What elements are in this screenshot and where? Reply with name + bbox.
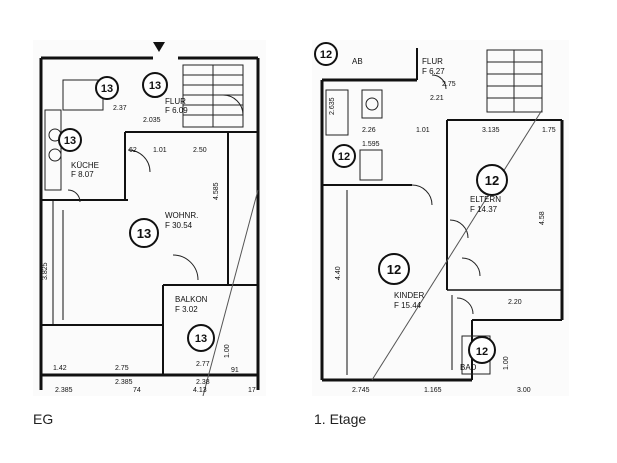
eg-entrance-arrow-icon: [153, 42, 165, 52]
og-room-number-3: 12: [485, 173, 499, 188]
og-dim-1: 2.21: [430, 95, 444, 102]
eg-dim-13: 91: [231, 367, 239, 374]
eg-circle-2: [142, 72, 168, 98]
og-dim-8: 1.00: [503, 356, 510, 370]
eg-room-number-5: 13: [195, 333, 207, 345]
floor-plan-og: 12 12 12 12 12 FLUR F 6.27 AB ELTERN F 1…: [312, 40, 569, 396]
og-diagonal-line: [371, 109, 543, 381]
eg-dim-9: 2.77: [196, 361, 210, 368]
eg-circle-3: [58, 128, 82, 152]
eg-dim-16: 2.37: [113, 105, 127, 112]
eg-room-circles: [58, 72, 215, 352]
og-staircase: [486, 49, 543, 113]
og-children-name: KINDER: [394, 291, 424, 300]
eg-dim-11: 2.385: [55, 387, 73, 394]
og-circle-3: [476, 164, 508, 196]
eg-dim-4: 3.825: [42, 262, 49, 280]
eg-dim-0: 62: [129, 147, 137, 154]
eg-kitchen-area: F 8.07: [71, 170, 94, 179]
eg-dim-7: 2.75: [115, 365, 129, 372]
og-dim-9: 2.745: [352, 387, 370, 394]
eg-dim-2: 2.50: [193, 147, 207, 154]
og-ab-name: AB: [352, 57, 363, 66]
eg-hall-area: F 6.09: [165, 106, 188, 115]
eg-walls: [39, 56, 260, 390]
eg-dim-15: 74: [133, 387, 141, 394]
og-dim-4: 3.135: [482, 127, 500, 134]
eg-circle-4: [129, 218, 159, 248]
og-hall-name: FLUR: [422, 57, 443, 66]
og-room-number-4: 12: [387, 262, 401, 277]
floor-plan-eg: 13 13 13 13 13 KÜCHE F 8.07 FLUR F 6.09 …: [33, 40, 266, 396]
eg-balcony-area: F 3.02: [175, 305, 198, 314]
eg-balcony-name: BALKON: [175, 295, 208, 304]
og-dim-7: 2.20: [508, 299, 522, 306]
og-dim-13: 1.595: [362, 141, 380, 148]
og-room-circles: [314, 42, 508, 364]
eg-dim-14: 17: [248, 387, 256, 394]
og-circle-5: [468, 336, 496, 364]
eg-dim-1: 1.01: [153, 147, 167, 154]
eg-dim-8: 2.385: [115, 379, 133, 386]
eg-circle-5: [187, 324, 215, 352]
og-dim-11: 1.165: [424, 387, 442, 394]
caption-eg: EG: [33, 411, 54, 427]
og-children-area: F 15.44: [394, 301, 422, 310]
eg-dim-6: 1.42: [53, 365, 67, 372]
floor-plan-og-drawing: 12 12 12 12 12 FLUR F 6.27 AB ELTERN F 1…: [314, 42, 564, 394]
og-walls: [320, 48, 564, 382]
eg-dim-10: 2.38: [196, 379, 210, 386]
og-dim-6: 4.40: [335, 266, 342, 280]
og-dim-3: 1.01: [416, 127, 430, 134]
eg-room-number-3: 13: [64, 135, 76, 147]
og-dim-5: 4.58: [539, 211, 546, 225]
og-dim-10: 3.00: [517, 387, 531, 394]
og-bath-fixtures: [325, 89, 491, 375]
og-dim-2: 2.26: [362, 127, 376, 134]
og-circle-1: [314, 42, 338, 66]
eg-living-area: F 30.54: [165, 221, 193, 230]
og-circle-4: [378, 253, 410, 285]
eg-room-number-2: 13: [149, 80, 161, 92]
eg-diagonal-line: [202, 189, 259, 396]
eg-room-number-1: 13: [101, 83, 113, 95]
eg-hall-name: FLUR: [165, 97, 186, 106]
eg-dim-3: 4.585: [213, 182, 220, 200]
og-hall-area: F 6.27: [422, 67, 445, 76]
og-room-number-5: 12: [476, 346, 488, 358]
og-doors: [411, 74, 481, 315]
og-room-number-1: 12: [320, 49, 332, 61]
eg-living-name: WOHNR.: [165, 211, 198, 220]
caption-og: 1. Etage: [314, 411, 367, 427]
og-parents-area: F 14.37: [470, 205, 498, 214]
eg-room-number-4: 13: [137, 226, 151, 241]
eg-staircase: [182, 64, 244, 128]
eg-circle-1: [95, 76, 119, 100]
eg-dim-17: 4.13: [193, 387, 207, 394]
og-circle-2: [332, 144, 356, 168]
og-parents-name: ELTERN: [470, 195, 501, 204]
eg-doors: [67, 94, 244, 281]
og-dim-14: 1.75: [542, 127, 556, 134]
og-dim-12: 2.635: [329, 97, 336, 115]
eg-dim-5: 2.035: [143, 117, 161, 124]
og-bath-name: BAD: [460, 363, 477, 372]
og-room-number-2: 12: [338, 151, 350, 163]
og-dim-0: 2.75: [442, 81, 456, 88]
eg-kitchen-name: KÜCHE: [71, 161, 99, 170]
eg-dim-12: 1.00: [224, 344, 231, 358]
floor-plan-eg-drawing: 13 13 13 13 13 KÜCHE F 8.07 FLUR F 6.09 …: [39, 42, 260, 396]
